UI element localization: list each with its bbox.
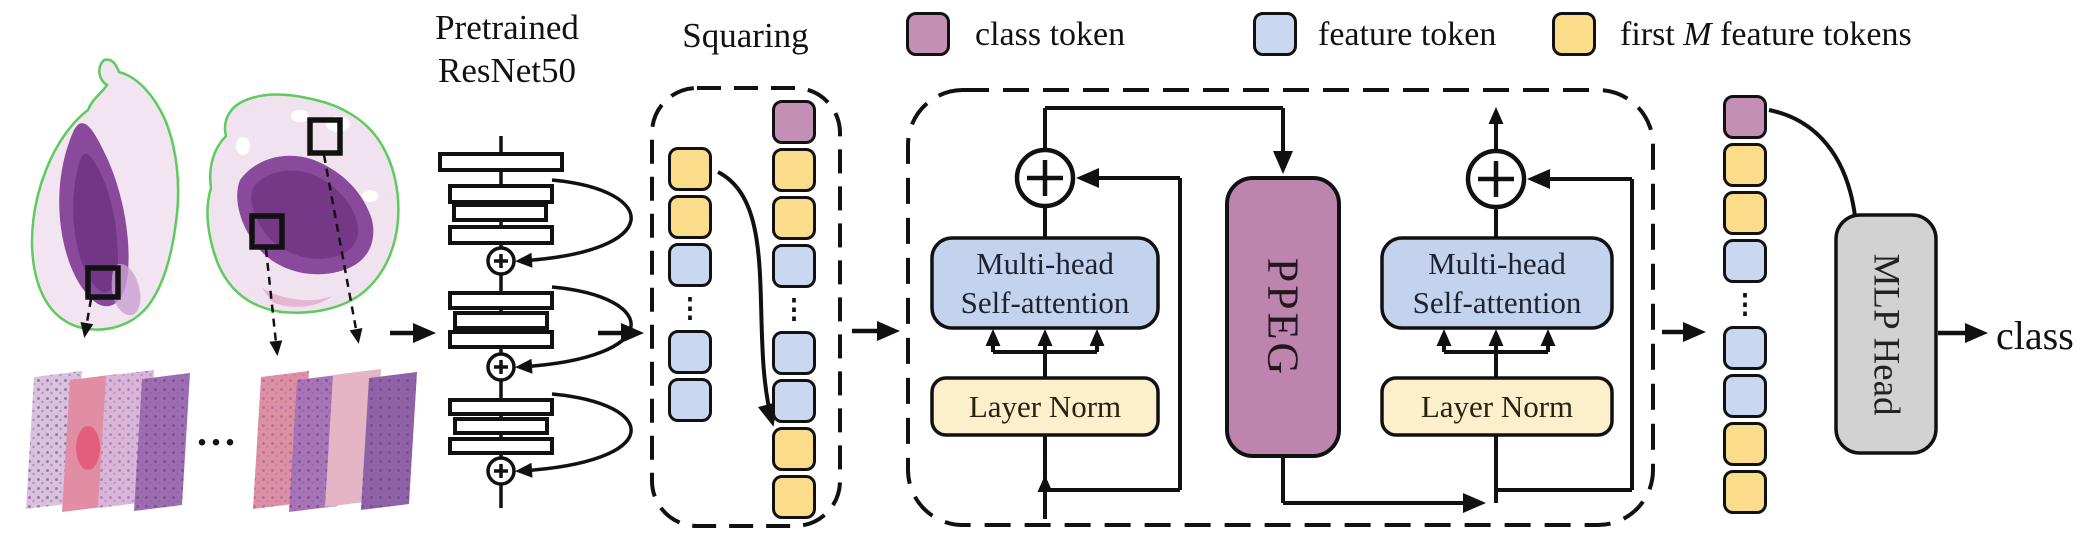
patch-stack-2 (253, 369, 417, 512)
class-token (906, 12, 950, 56)
legend-class-token-label: class token (975, 16, 1126, 53)
squaring-title: Squaring (682, 16, 809, 55)
legend-first-m-token-swatch (1552, 12, 1596, 56)
first-m-token (772, 427, 816, 471)
dashed-patch-arrow-2 (264, 248, 283, 356)
vertical-ellipsis: ⋮ (1731, 289, 1759, 319)
feature-token (668, 330, 712, 374)
legend-first-m-post: feature tokens (1711, 16, 1912, 53)
feature-token (668, 378, 712, 422)
flow-arrows (390, 321, 1988, 343)
legend-feature-token-swatch (1253, 12, 1297, 56)
legend-first-m-token-label: first M feature tokens (1620, 12, 1912, 58)
mlp-head-label-text: MLP Head (1865, 252, 1907, 416)
feature-token (772, 331, 816, 375)
resnet-add-circles (486, 246, 516, 486)
residual-add-circles (1014, 147, 1527, 210)
layer-norm-label-2: Layer Norm (1420, 389, 1574, 424)
patch-selector-square-3 (307, 117, 343, 156)
transformer-wiring (985, 106, 1634, 519)
first-m-token (772, 475, 816, 519)
layer-norm-label-1: Layer Norm (968, 389, 1122, 424)
class-token (772, 100, 816, 144)
wsi-slide-2 (206, 93, 400, 314)
output-token-column: ⋮ (1723, 95, 1767, 514)
layer-norm-box-1 (930, 376, 1160, 437)
first-m-token (1723, 191, 1767, 235)
ppeg-box (1225, 176, 1341, 458)
patch-selector-square-1 (85, 265, 121, 300)
mlp-head-box (1834, 213, 1938, 455)
pretrained-resnet-title: Pretrained ResNet50 (435, 8, 579, 90)
feature-token (1723, 239, 1767, 283)
legend-feature-token-label: feature token (1318, 16, 1497, 53)
legend-first-m-var: M (1683, 16, 1712, 53)
wsi-slide-1 (30, 58, 180, 331)
first-m-token (1723, 143, 1767, 187)
feature-token (772, 244, 816, 288)
resnet-diagram (438, 136, 633, 508)
feature-token (668, 243, 712, 287)
class-output-label: class (1996, 313, 2074, 358)
squaring-box (650, 86, 842, 528)
patch-extraction-arrows (80, 154, 363, 356)
patch-stacks-ellipsis: ... (197, 409, 239, 454)
mlp-head-label: MLP Head (1836, 215, 1936, 453)
msa-box-1 (930, 236, 1160, 330)
first-m-token (1723, 470, 1767, 514)
first-m-token (772, 196, 816, 240)
first-m-token (772, 148, 816, 192)
msa-box-2 (1380, 236, 1614, 330)
first-m-token (1723, 422, 1767, 466)
legend-first-m-pre: first (1620, 16, 1684, 53)
transformer-box (906, 88, 1655, 527)
ppeg-label-text: PPEG (1258, 257, 1308, 377)
msa-label-1: Multi-head Self-attention (960, 246, 1130, 320)
class-token (1723, 95, 1767, 139)
legend-class-token-swatch (906, 12, 950, 56)
feature-token (1723, 326, 1767, 370)
layer-norm-box-2 (1380, 376, 1614, 437)
dashed-patch-arrow-1 (80, 298, 94, 338)
first-m-token (668, 195, 712, 239)
vertical-ellipsis: ⋮ (676, 293, 704, 323)
resnet-conv-bars (438, 152, 564, 455)
msa-label-2: Multi-head Self-attention (1412, 246, 1582, 320)
feature-token (1723, 374, 1767, 418)
ppeg-label: PPEG (1227, 178, 1339, 456)
squaring-right-token-column: ⋮ (772, 100, 816, 519)
first-m-token (1552, 12, 1596, 56)
vertical-ellipsis: ⋮ (780, 294, 808, 324)
patch-selector-square-2 (249, 213, 285, 250)
patch-stack-1 (26, 370, 190, 512)
dashed-patch-arrow-3 (322, 154, 363, 344)
squaring-left-token-column: ⋮ (668, 147, 712, 422)
first-m-token (668, 147, 712, 191)
feature-token (1253, 12, 1297, 56)
squaring-copy-tokens-arrow (717, 170, 778, 427)
feature-token (772, 379, 816, 423)
